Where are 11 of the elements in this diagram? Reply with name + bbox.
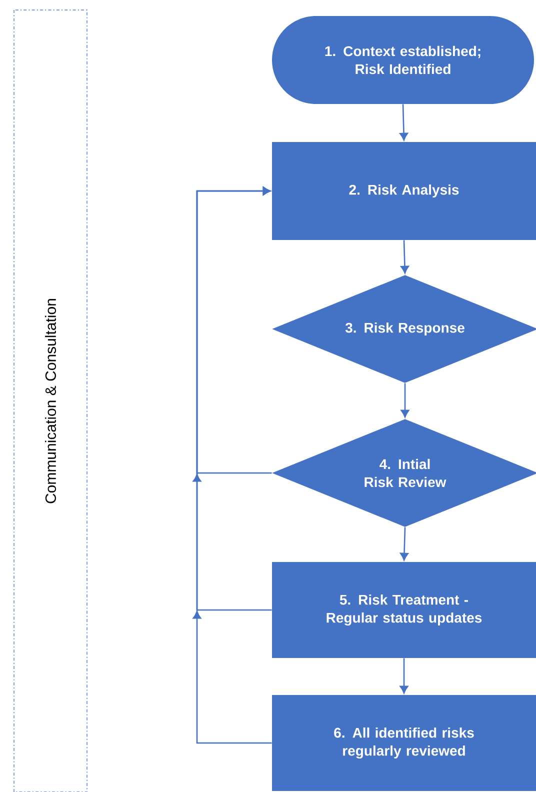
process-box: 2. Risk Analysis xyxy=(272,142,536,240)
arrow xyxy=(400,104,408,141)
process-box: 6. All identified risks regularly reviewed xyxy=(272,695,536,791)
arrow xyxy=(400,658,408,694)
process-box: 5. Risk Treatment - Regular status updates xyxy=(272,562,536,658)
arrow xyxy=(400,527,408,561)
loop-arrow xyxy=(196,186,272,744)
arrow xyxy=(400,383,410,418)
dashed-band: Communication & Consultation xyxy=(13,9,88,792)
start-terminal: 1. Context established; Risk Identified xyxy=(272,16,534,104)
arrow xyxy=(400,240,409,274)
